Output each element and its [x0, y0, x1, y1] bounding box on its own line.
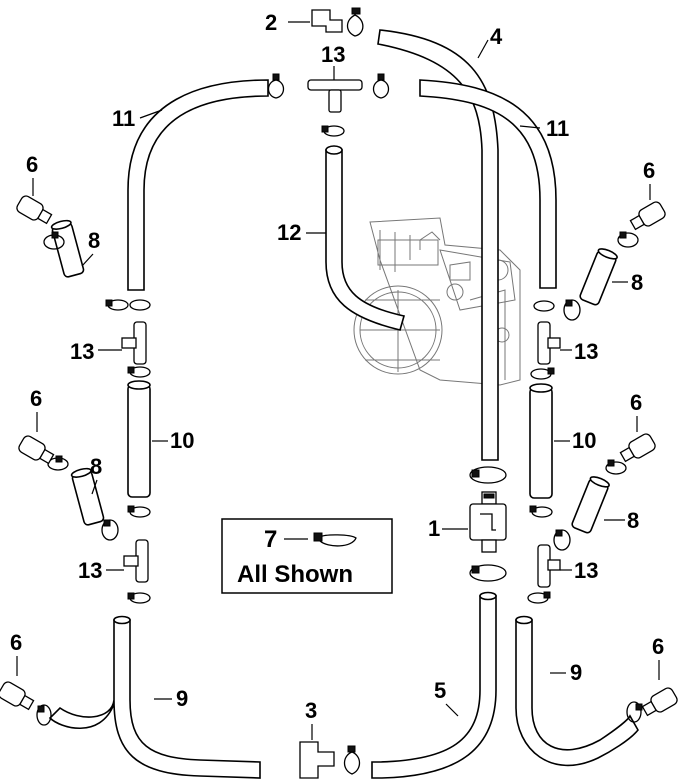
callout-8-b: 8 — [90, 454, 102, 479]
callout-6-b: 6 — [30, 386, 42, 411]
callout-5: 5 — [434, 678, 446, 703]
elbow-fitting-3 — [299, 741, 335, 779]
hose-10-right — [529, 387, 553, 499]
legend-caption: All Shown — [237, 561, 353, 588]
check-valve-6-e — [619, 433, 656, 463]
callout-13-lr: 13 — [574, 558, 598, 583]
callout-12: 12 — [277, 220, 301, 245]
callout-4: 4 — [490, 24, 503, 49]
callout-6-d: 6 — [643, 158, 655, 183]
tee-fitting-13-upper-right — [537, 321, 561, 365]
elbow-fitting-2 — [311, 9, 343, 33]
callout-6-f: 6 — [652, 634, 664, 659]
callout-11-left: 11 — [112, 106, 135, 131]
hose-11-left — [127, 79, 269, 291]
callout-8-c: 8 — [631, 270, 643, 295]
hose-5 — [371, 595, 497, 779]
callout-1: 1 — [428, 516, 440, 541]
tee-fitting-13-lower-right — [537, 544, 561, 588]
callout-13-ll: 13 — [78, 558, 102, 583]
clamp-icon — [313, 532, 357, 547]
check-valve-6-a — [16, 195, 53, 225]
hose-4 — [377, 29, 499, 461]
check-valve-6-b — [18, 435, 55, 465]
hose-12 — [325, 149, 406, 331]
callout-8-d: 8 — [627, 508, 639, 533]
callout-11-right: 11 — [546, 116, 569, 141]
hose-9-right — [515, 619, 639, 767]
hose-10-left — [127, 384, 151, 498]
clamps — [36, 7, 643, 775]
tee-fitting-13-upper-left — [121, 321, 147, 365]
legend-box: 7 All Shown — [221, 518, 393, 594]
callout-6-e: 6 — [630, 390, 642, 415]
check-valve-6-c — [0, 681, 35, 711]
check-valve-6-d — [629, 201, 666, 231]
tee-fitting-13-top — [307, 79, 363, 113]
hose-9-left — [48, 619, 261, 779]
callout-2: 2 — [265, 10, 277, 35]
callout-10-left: 10 — [170, 428, 194, 453]
callout-13-ul: 13 — [70, 339, 94, 364]
callout-3: 3 — [305, 698, 317, 723]
callout-8-a: 8 — [88, 228, 100, 253]
callout-13-ur: 13 — [574, 339, 598, 364]
hose-8-lower-left — [70, 467, 105, 526]
callout-6-c: 6 — [10, 630, 22, 655]
hose-8-lower-right — [571, 476, 610, 534]
callout-13-top: 13 — [321, 42, 345, 67]
hose-8-upper-right — [579, 248, 618, 306]
fuel-filter-1 — [469, 491, 507, 553]
legend-callout-7: 7 — [264, 526, 277, 553]
check-valve-6-f — [641, 687, 678, 717]
callout-9-right: 9 — [570, 660, 582, 685]
callout-6-a: 6 — [26, 152, 38, 177]
callout-9-left: 9 — [176, 686, 188, 711]
tee-fitting-13-lower-left — [123, 539, 149, 583]
callout-10-right: 10 — [572, 428, 596, 453]
hose-11-right — [419, 79, 557, 289]
